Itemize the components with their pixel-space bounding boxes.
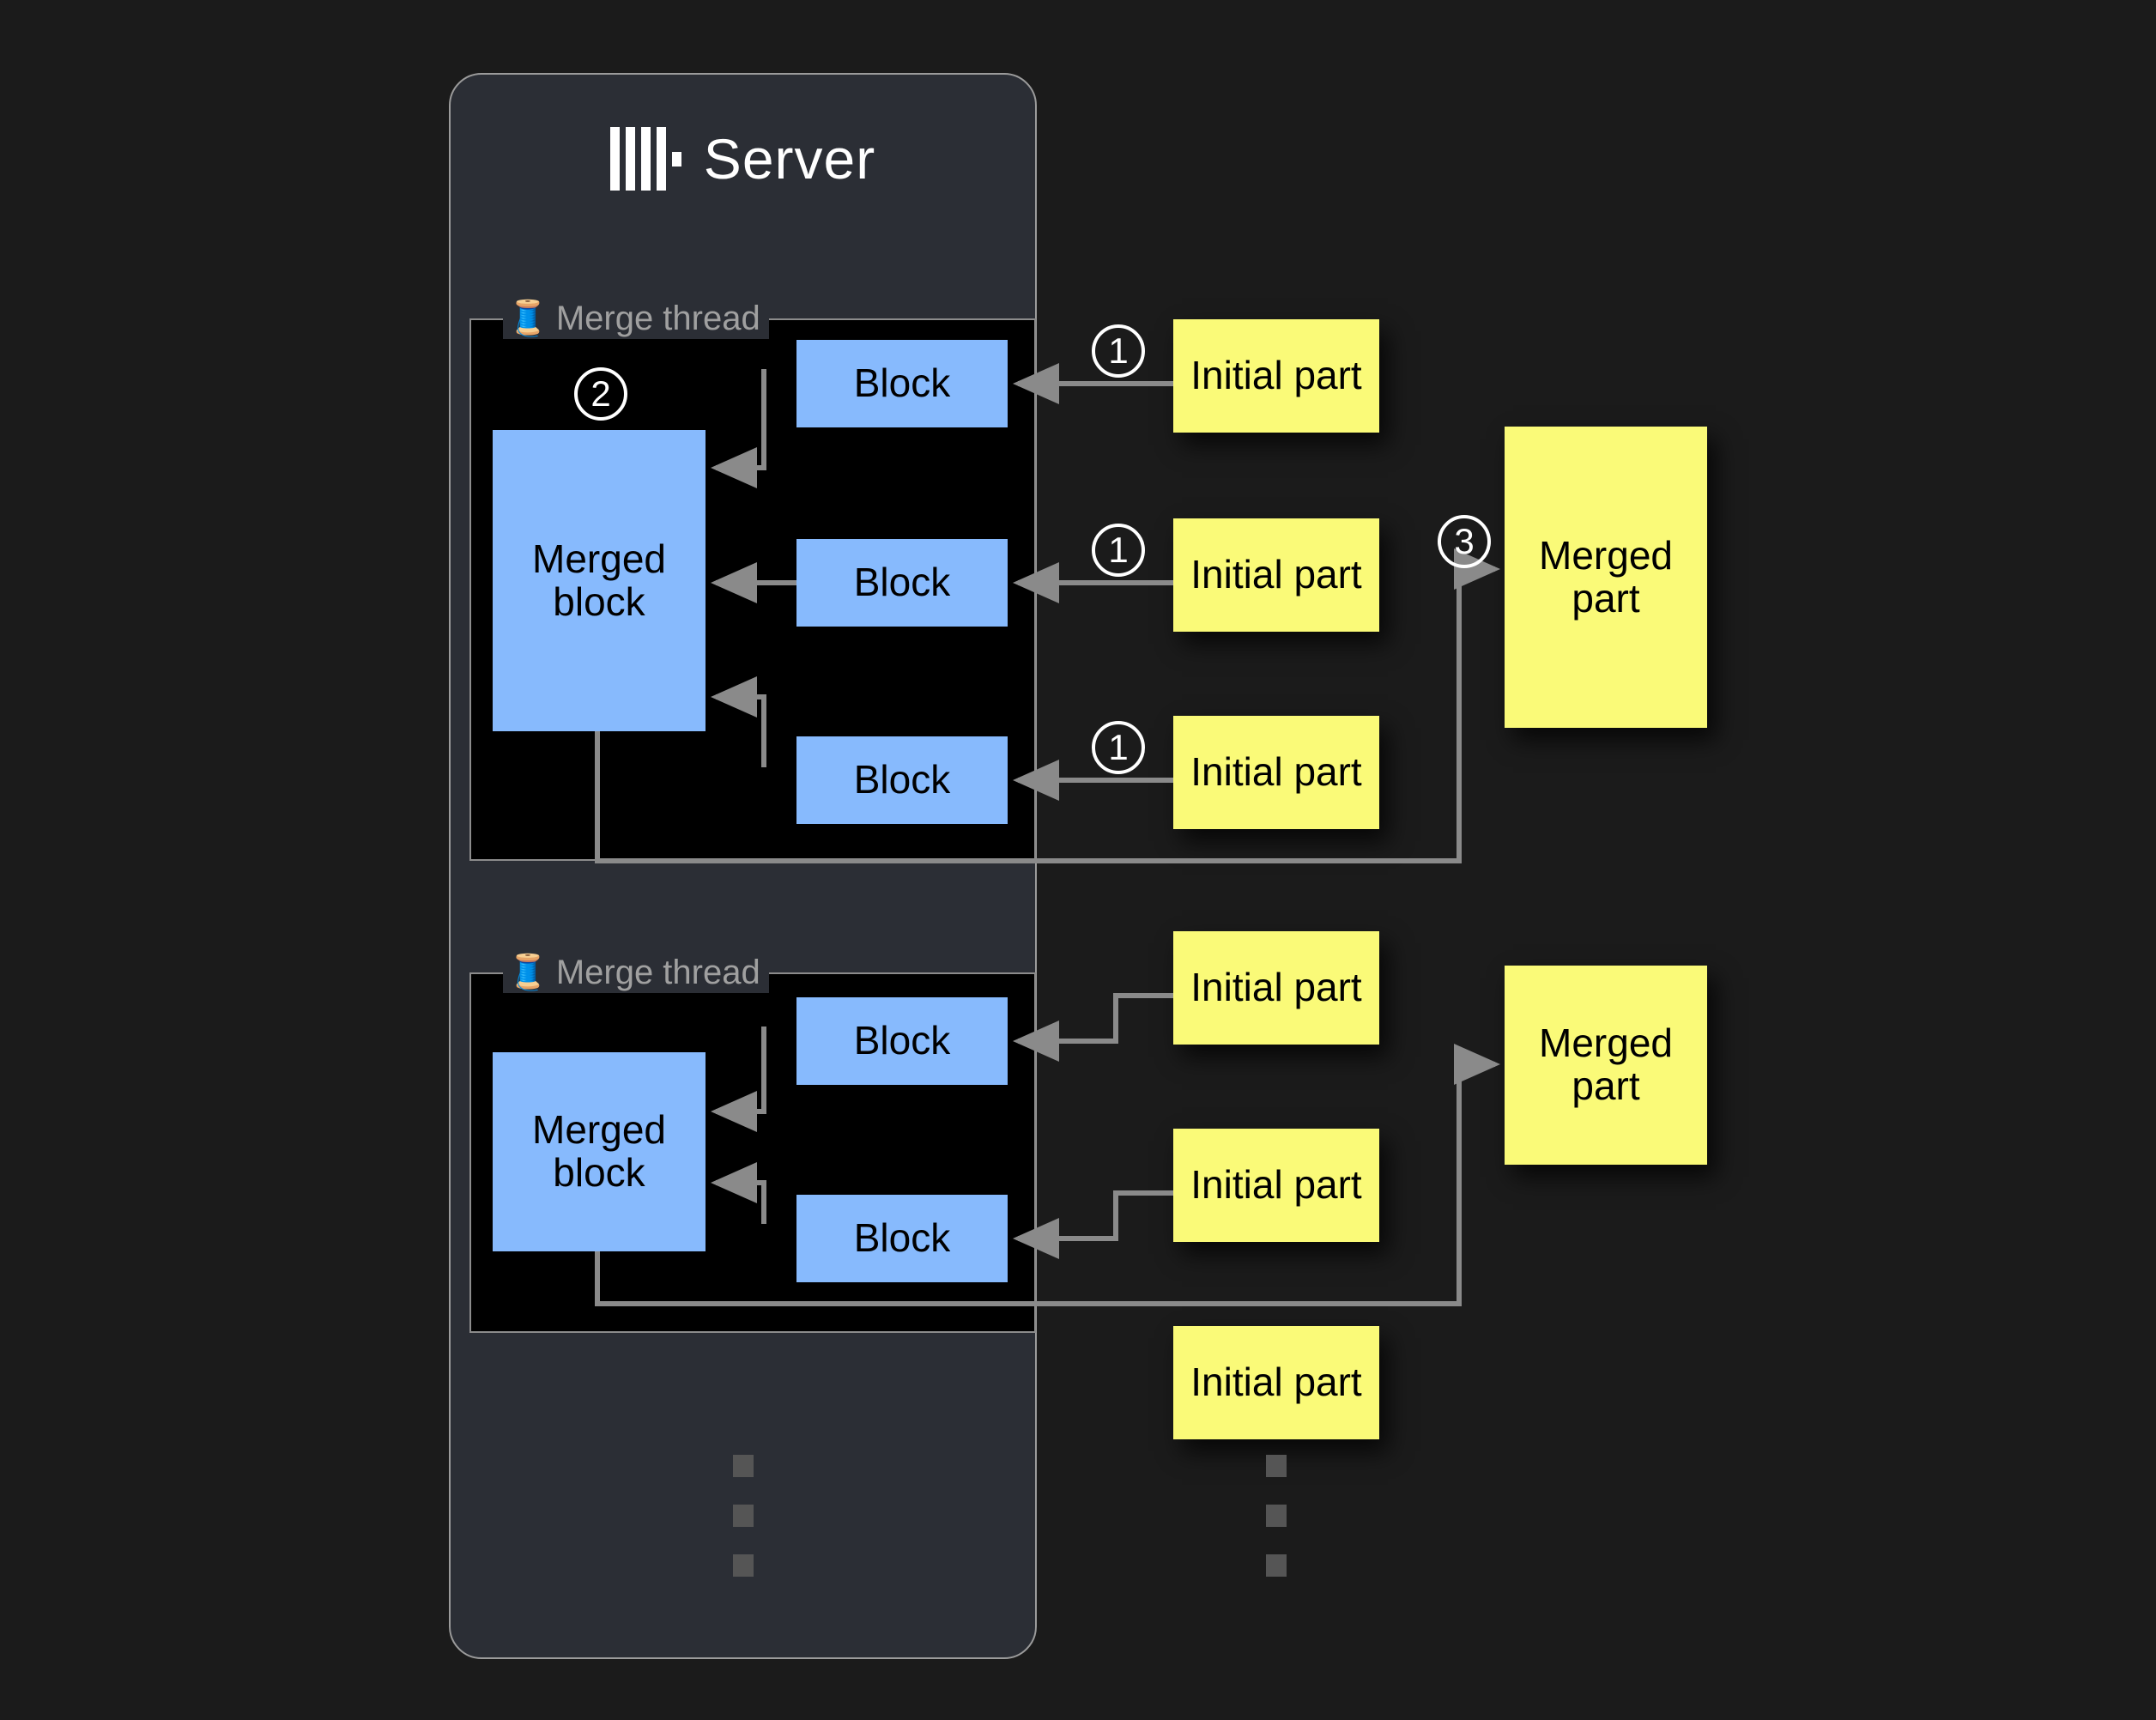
ellipsis-dot [733, 1455, 754, 1477]
thread-spool-icon: 🧵 [506, 300, 549, 337]
block-box[interactable]: Block [796, 340, 1008, 427]
step-badge-2: 2 [574, 367, 627, 421]
block-box[interactable]: Block [796, 539, 1008, 627]
block-label: Block [853, 1215, 951, 1261]
merged-block-box[interactable]: Merged block [493, 1052, 706, 1251]
merge-thread-label-text: Merge thread [555, 299, 760, 337]
step-badge-1: 1 [1092, 324, 1145, 378]
step-badge-label: 1 [1108, 727, 1129, 767]
block-label: Block [853, 360, 951, 406]
merged-part-label: Merged part [1539, 532, 1673, 621]
step-badge-label: 3 [1454, 521, 1475, 561]
parts-ellipsis [1266, 1455, 1287, 1577]
step-badge-label: 2 [590, 373, 611, 414]
ellipsis-dot [1266, 1455, 1287, 1477]
initial-part-box[interactable]: Initial part [1173, 716, 1379, 829]
step-badge-1: 1 [1092, 721, 1145, 774]
merge-thread-label-1: 🧵 Merge thread [503, 298, 769, 339]
step-badge-3: 3 [1438, 515, 1491, 568]
initial-part-label: Initial part [1190, 1162, 1362, 1208]
initial-part-box[interactable]: Initial part [1173, 931, 1379, 1045]
merged-part-box[interactable]: Merged part [1505, 966, 1707, 1165]
initial-part-label: Initial part [1190, 552, 1362, 597]
merged-block-label: Merged block [532, 1107, 666, 1195]
ellipsis-dot [1266, 1505, 1287, 1527]
merged-part-label: Merged part [1539, 1020, 1673, 1108]
step-badge-label: 1 [1108, 530, 1129, 570]
ellipsis-dot [1266, 1554, 1287, 1577]
initial-part-box[interactable]: Initial part [1173, 319, 1379, 433]
initial-part-box[interactable]: Initial part [1173, 1129, 1379, 1242]
step-badge-1: 1 [1092, 524, 1145, 577]
block-label: Block [853, 1018, 951, 1063]
server-ellipsis [733, 1455, 754, 1577]
block-box[interactable]: Block [796, 1195, 1008, 1282]
merge-thread-label-2: 🧵 Merge thread [503, 952, 769, 993]
step-badge-label: 1 [1108, 330, 1129, 371]
ellipsis-dot [733, 1554, 754, 1577]
clickhouse-logo-icon [609, 127, 681, 191]
merged-block-label: Merged block [532, 536, 666, 624]
ellipsis-dot [733, 1505, 754, 1527]
merged-part-box[interactable]: Merged part [1505, 427, 1707, 728]
initial-part-label: Initial part [1190, 965, 1362, 1010]
server-title: Server [449, 112, 1037, 206]
initial-part-box[interactable]: Initial part [1173, 1326, 1379, 1439]
initial-part-label: Initial part [1190, 353, 1362, 398]
initial-part-box[interactable]: Initial part [1173, 518, 1379, 632]
merged-block-box[interactable]: Merged block [493, 430, 706, 731]
block-label: Block [853, 757, 951, 802]
wire-initialpart-to-block [1013, 993, 1173, 1062]
initial-part-label: Initial part [1190, 749, 1362, 795]
wire-initialpart-to-block [1013, 1190, 1173, 1259]
block-box[interactable]: Block [796, 997, 1008, 1085]
block-box[interactable]: Block [796, 736, 1008, 824]
server-title-label: Server [703, 127, 876, 191]
initial-part-label: Initial part [1190, 1360, 1362, 1405]
thread-spool-icon: 🧵 [506, 954, 549, 991]
merge-thread-label-text: Merge thread [555, 953, 760, 991]
block-label: Block [853, 560, 951, 605]
